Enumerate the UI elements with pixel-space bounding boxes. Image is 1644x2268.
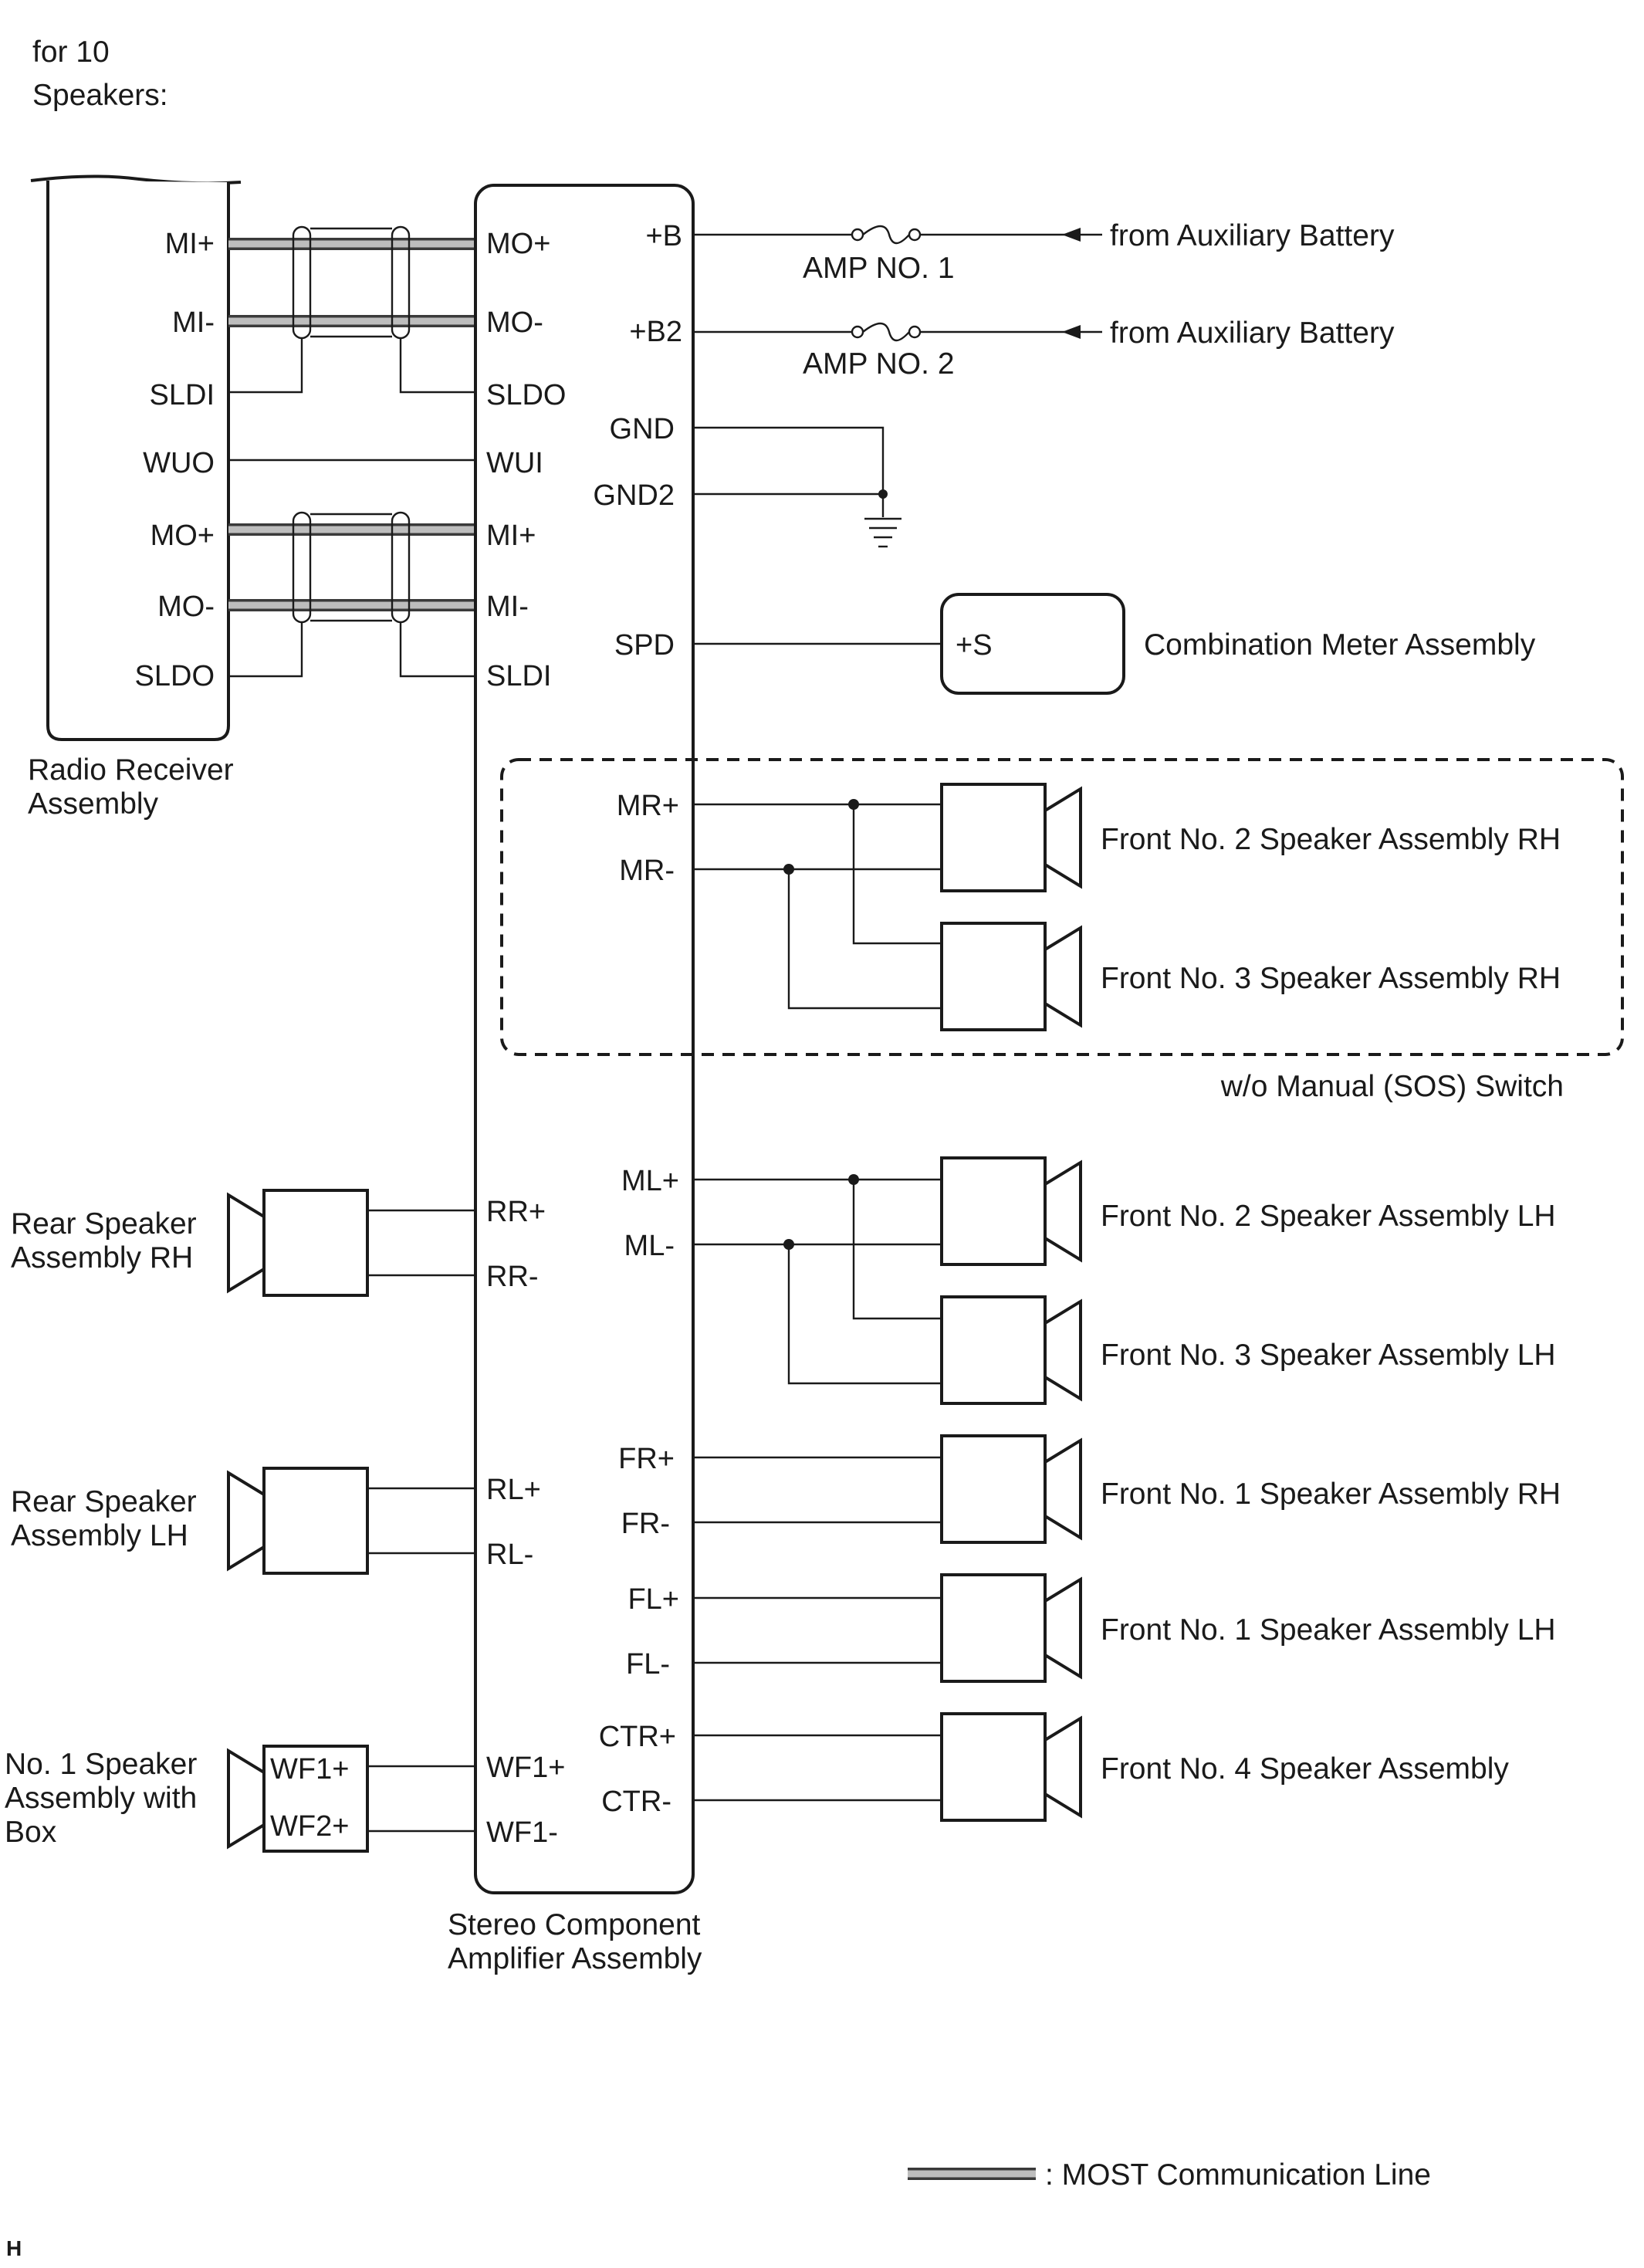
amp-pin-b2: +B2 xyxy=(629,316,682,348)
ground-symbol xyxy=(693,426,901,548)
amplifier-box xyxy=(474,184,695,1894)
fuse-amp-no-1: AMP NO. 1 xyxy=(803,252,955,285)
speaker-label-rear-rh-2: Assembly RH xyxy=(11,1241,193,1274)
legend-text: : MOST Communication Line xyxy=(1045,2158,1431,2192)
radio-pin-wuo: WUO xyxy=(143,447,215,479)
speaker-front-no1-rh xyxy=(940,1434,1082,1544)
amplifier-label-1: Stereo Component xyxy=(448,1908,701,1941)
amp-pin-ml-plus: ML+ xyxy=(621,1165,679,1197)
power-line-b2 xyxy=(693,322,1102,342)
wiring-mr-pair xyxy=(693,799,942,1010)
amp-pin-fr-plus: FR+ xyxy=(618,1443,675,1475)
subwoofer-pin-wf2-plus: WF2+ xyxy=(270,1810,349,1843)
speaker-rear-lh xyxy=(227,1467,369,1575)
combination-meter-label: Combination Meter Assembly xyxy=(1144,628,1536,662)
radio-receiver-label-1: Radio Receiver xyxy=(28,753,234,787)
amp-pin-mo-plus: MO+ xyxy=(486,228,550,260)
fuse-amp-no-2: AMP NO. 2 xyxy=(803,347,955,381)
radio-receiver-label-2: Assembly xyxy=(28,787,159,821)
amp-pin-wui: WUI xyxy=(486,447,543,479)
amp-pin-gnd2: GND2 xyxy=(593,479,675,512)
amp-pin-rl-plus: RL+ xyxy=(486,1474,541,1506)
wiring-rear-lh xyxy=(367,1487,475,1555)
amp-pin-gnd: GND xyxy=(610,413,675,445)
most-line-pair-1 xyxy=(228,225,475,394)
wiring-ml-pair xyxy=(693,1174,942,1385)
speaker-rear-rh xyxy=(227,1189,369,1297)
speaker-label-rear-lh-1: Rear Speaker xyxy=(11,1485,197,1518)
speaker-front-no2-rh xyxy=(940,783,1082,892)
speaker-label-subwoofer-2: Assembly with xyxy=(5,1782,197,1815)
amp-pin-rl-minus: RL- xyxy=(486,1539,533,1571)
speaker-front-no2-lh xyxy=(940,1156,1082,1266)
speaker-label-rear-lh-2: Assembly LH xyxy=(11,1519,188,1552)
amp-pin-mr-minus: MR- xyxy=(619,855,675,887)
amplifier-label-2: Amplifier Assembly xyxy=(448,1942,702,1975)
most-line-pair-2 xyxy=(228,511,475,678)
speaker-label-rear-rh-1: Rear Speaker xyxy=(11,1207,197,1241)
sos-group-outline xyxy=(500,758,1624,1056)
amp-pin-ctr-minus: CTR- xyxy=(601,1786,671,1818)
amp-pin-mi-plus: MI+ xyxy=(486,520,536,552)
amp-pin-ml-minus: ML- xyxy=(624,1230,675,1262)
amp-pin-spd: SPD xyxy=(614,629,675,662)
wiring-rear-rh xyxy=(367,1209,475,1277)
amp-pin-ctr-plus: CTR+ xyxy=(599,1721,676,1753)
amp-pin-wf1-plus: WF1+ xyxy=(486,1752,565,1784)
radio-receiver-assembly xyxy=(30,174,242,741)
radio-pin-sldi: SLDI xyxy=(150,379,215,411)
radio-pin-sldo: SLDO xyxy=(135,660,215,692)
amp-pin-fl-plus: FL+ xyxy=(627,1583,679,1616)
speaker-label-front-no1-rh: Front No. 1 Speaker Assembly RH xyxy=(1101,1478,1561,1511)
power-source-1: from Auxiliary Battery xyxy=(1110,219,1395,252)
speaker-label-front-no1-lh: Front No. 1 Speaker Assembly LH xyxy=(1101,1613,1556,1647)
amp-pin-sldo: SLDO xyxy=(486,379,566,411)
radio-pin-mi-minus: MI- xyxy=(172,306,215,339)
amp-pin-mr-plus: MR+ xyxy=(617,790,679,822)
amp-pin-sldi: SLDI xyxy=(486,660,551,692)
speaker-label-front-no3-lh: Front No. 3 Speaker Assembly LH xyxy=(1101,1339,1556,1372)
amp-pin-wf1-minus: WF1- xyxy=(486,1816,558,1849)
sos-group-label: w/o Manual (SOS) Switch xyxy=(1220,1070,1564,1103)
radio-pin-mi-plus: MI+ xyxy=(165,228,215,260)
radio-pin-mo-plus: MO+ xyxy=(151,520,215,552)
amp-pin-mo-minus: MO- xyxy=(486,306,543,339)
speaker-label-front-no2-rh: Front No. 2 Speaker Assembly RH xyxy=(1101,823,1561,856)
speaker-subwoofer xyxy=(227,1745,369,1853)
wiring-subwoofer xyxy=(367,1765,475,1833)
speaker-label-subwoofer-3: Box xyxy=(5,1816,57,1849)
wiring-direct-pairs xyxy=(693,1456,942,1802)
header-line-1: for 10 xyxy=(32,36,110,69)
speaker-label-front-no2-lh: Front No. 2 Speaker Assembly LH xyxy=(1101,1200,1556,1233)
subwoofer-pin-wf1-plus: WF1+ xyxy=(270,1753,349,1786)
amp-pin-rr-minus: RR- xyxy=(486,1261,539,1293)
speaker-front-no3-rh xyxy=(940,922,1082,1031)
speaker-front-no3-lh xyxy=(940,1295,1082,1405)
header-line-2: Speakers: xyxy=(32,79,168,112)
amp-pin-rr-plus: RR+ xyxy=(486,1196,546,1228)
speaker-front-no1-lh xyxy=(940,1573,1082,1683)
speaker-label-front-no4: Front No. 4 Speaker Assembly xyxy=(1101,1752,1509,1786)
footer-code: H xyxy=(6,2236,22,2260)
amp-pin-mi-minus: MI- xyxy=(486,591,529,623)
speaker-front-no4 xyxy=(940,1712,1082,1822)
radio-pin-mo-minus: MO- xyxy=(157,591,215,623)
amp-pin-fr-minus: FR- xyxy=(621,1508,670,1540)
combination-meter-pin: +S xyxy=(956,629,993,662)
power-source-2: from Auxiliary Battery xyxy=(1110,317,1395,350)
combination-meter-box xyxy=(940,593,1125,695)
amp-pin-b: +B xyxy=(645,220,682,252)
speaker-label-subwoofer-1: No. 1 Speaker xyxy=(5,1748,197,1781)
power-line-b xyxy=(693,225,1102,245)
amp-pin-fl-minus: FL- xyxy=(626,1648,670,1681)
speaker-label-front-no3-rh: Front No. 3 Speaker Assembly RH xyxy=(1101,962,1561,995)
